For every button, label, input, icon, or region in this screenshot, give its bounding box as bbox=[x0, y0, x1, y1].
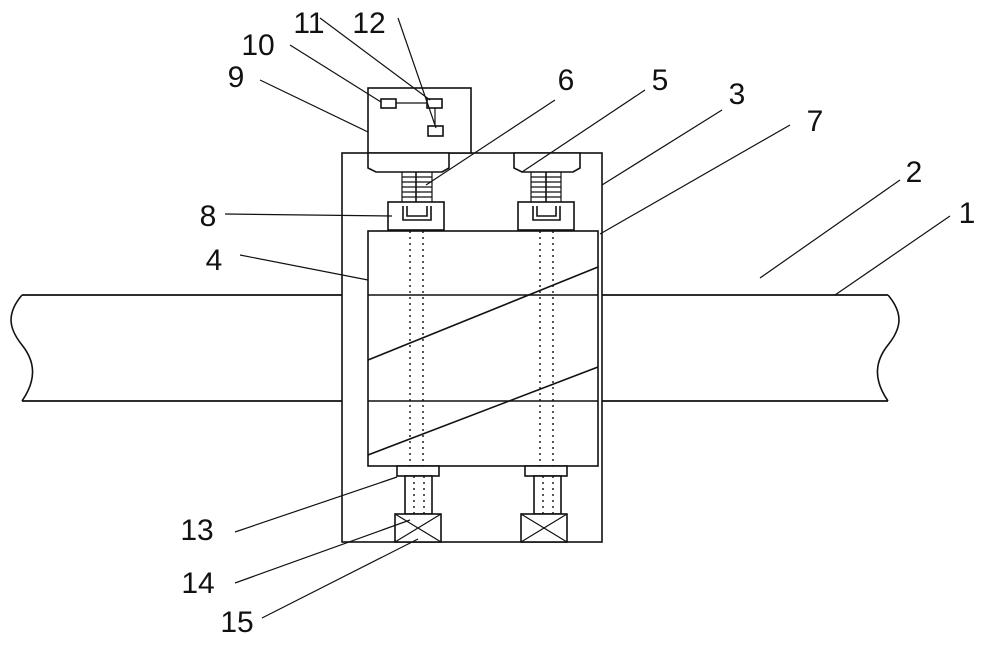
label-10: 10 bbox=[241, 29, 274, 62]
label-15: 15 bbox=[220, 606, 253, 639]
inner-sleeve bbox=[367, 230, 599, 467]
label-13: 13 bbox=[180, 514, 213, 547]
label-1: 1 bbox=[959, 197, 976, 230]
label-11: 11 bbox=[293, 7, 324, 40]
screw-left bbox=[404, 475, 433, 515]
seam-line-upper bbox=[367, 266, 599, 361]
pipe-edges-outside bbox=[22, 294, 888, 402]
label-7: 7 bbox=[807, 105, 824, 138]
label-14: 14 bbox=[181, 567, 214, 600]
callout-labels: 1 2 3 4 5 6 7 8 9 10 11 12 13 14 15 bbox=[180, 7, 975, 639]
label-3: 3 bbox=[729, 78, 746, 111]
seam-line-lower bbox=[367, 366, 599, 456]
spring-left bbox=[401, 172, 433, 218]
bracket-left bbox=[387, 201, 445, 231]
control-box bbox=[367, 87, 472, 154]
label-4: 4 bbox=[206, 244, 223, 277]
label-9: 9 bbox=[228, 61, 245, 94]
top-blocks bbox=[367, 152, 581, 173]
label-8: 8 bbox=[200, 200, 217, 233]
screw-right bbox=[533, 475, 562, 515]
label-12: 12 bbox=[352, 7, 385, 40]
label-2: 2 bbox=[906, 156, 923, 189]
label-6: 6 bbox=[558, 64, 575, 97]
component-10 bbox=[380, 98, 397, 109]
leader-lines bbox=[224, 17, 951, 619]
label-5: 5 bbox=[652, 64, 669, 97]
bracket-right bbox=[517, 201, 575, 231]
handwheel-right bbox=[520, 513, 568, 543]
handwheel-left bbox=[394, 513, 442, 543]
